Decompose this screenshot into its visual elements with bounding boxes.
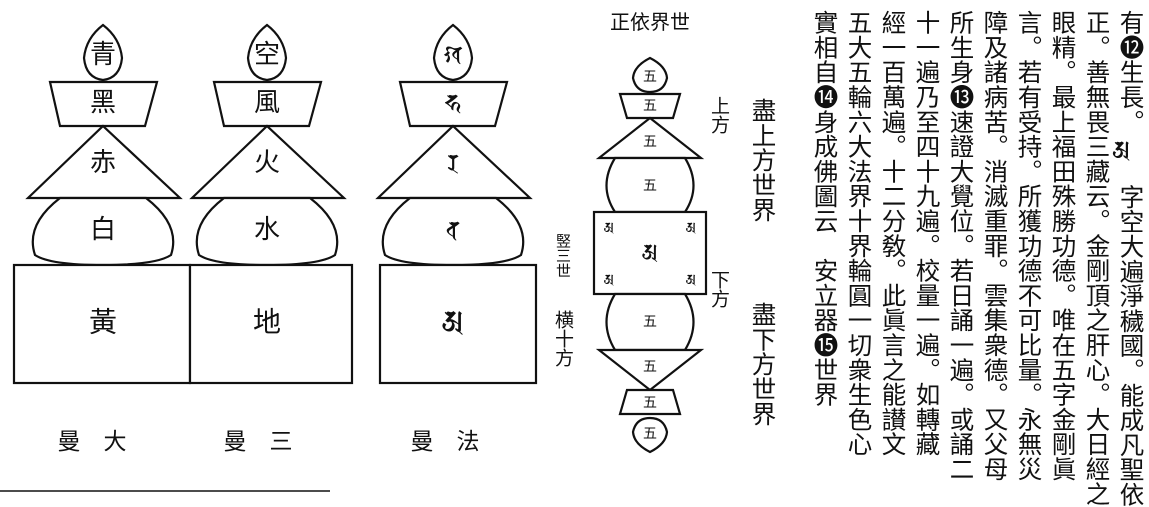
- stupa2-square: [188, 263, 354, 385]
- stupa-vertical: 正依界世 五 五 五 五 𑖀 𑖀 𑖀 𑖀 𑖀 五 五 五 五: [592, 10, 708, 454]
- vs-bot-triangle: [595, 348, 705, 392]
- text-column-6: 所生身⓭速證大覺位。若日誦一遍。或誦二: [946, 10, 976, 482]
- text-column-9: 五大五輪六大法界十界輪圓一切衆生色心: [844, 10, 874, 457]
- stupa2-el-0: 空: [254, 40, 280, 70]
- text-column-5: 障及諸病苦。消滅重罪。雲集衆德。又父母: [980, 10, 1010, 482]
- stupa-homanda: 𑖏 𑖮 𑖨 𑖪 𑖀 曼 法: [375, 23, 538, 455]
- stupa1-label: 曼 大: [58, 429, 127, 455]
- stupa2-el-2: 火: [254, 148, 280, 178]
- upper-world-label: 盡上方世界: [748, 98, 778, 222]
- vs-top-crescent: [618, 92, 682, 120]
- stupa1-el-4: 黃: [89, 306, 117, 339]
- stupa1-el-2: 赤: [90, 148, 116, 178]
- vs-glyph-7: 五: [643, 395, 657, 411]
- vs-square: [592, 210, 708, 296]
- horizontal-ten-directions-label: 横十方: [552, 310, 574, 367]
- stupa3-crescent: [398, 80, 509, 128]
- stupa3-jewel: [432, 23, 474, 82]
- stupa3-label: 曼 法: [411, 429, 480, 455]
- stupa3-el-1: 𑖮: [445, 89, 462, 117]
- vs-glyph-6: 五: [643, 359, 657, 375]
- stupa3-square: [378, 263, 538, 385]
- vs-bot-jewel: [631, 416, 669, 454]
- stupa2-el-3: 水: [254, 215, 280, 245]
- stupa3-el-4: 𑖀: [442, 305, 465, 340]
- stupa1-el-3: 白: [90, 215, 116, 245]
- stupa1-el-1: 黑: [90, 88, 116, 118]
- stupa2-el-4: 地: [253, 306, 281, 339]
- bottom-direction-label: 下方: [708, 270, 730, 308]
- vs-glyph-1: 五: [643, 69, 657, 85]
- stupa1-el-0: 青: [90, 40, 116, 70]
- vs-glyph-5: 五: [643, 314, 657, 330]
- vs-glyph-4: 五: [643, 178, 657, 194]
- lower-world-label: 盡下方世界: [748, 302, 778, 426]
- stupa-diagrams: 青 黑 赤 白 黃 曼 大 空 風 火 水 地 曼 三 𑖏 𑖮 𑖨 𑖪 𑖀 曼 …: [0, 10, 708, 492]
- top-direction-label: 上方: [708, 96, 730, 134]
- stupa3-el-2: 𑖨: [447, 149, 459, 177]
- stupa-daimanda: 青 黑 赤 白 黃 曼 大: [12, 23, 192, 455]
- vs-corner-glyph-br: 𑖀: [686, 272, 697, 288]
- text-column-3: 眼精。最上福田殊勝功德。唯在五字金剛眞: [1048, 10, 1078, 482]
- stupa2-jewel: [246, 23, 288, 82]
- vs-top-jewel: [631, 56, 669, 94]
- vs-corner-glyph-tr: 𑖀: [686, 220, 697, 236]
- text-column-10: 實相自⓮身成佛圖云 安立器⓯世界: [810, 10, 840, 407]
- vs-glyph-8: 五: [643, 426, 657, 442]
- stupa3-el-3: 𑖪: [446, 216, 460, 244]
- text-column-8: 經一百萬遍。十二分敎。此眞言之能讃文: [878, 10, 908, 457]
- vertical-three-ages-label: 竪三世: [554, 233, 572, 278]
- vs-center-glyph: 𑖀: [642, 241, 659, 266]
- text-column-7: 十一遍乃至四十九遍。校量一遍。如轉藏: [912, 10, 942, 457]
- vs-bot-crescent: [618, 388, 682, 416]
- vs-glyph-3: 五: [643, 134, 657, 150]
- stupa1-crescent: [48, 80, 159, 128]
- stupa2-label: 曼 三: [224, 429, 293, 455]
- stupa1-jewel: [82, 23, 124, 82]
- stupa2-el-1: 風: [254, 88, 280, 118]
- vertical-stupa-title: 正依界世: [610, 10, 690, 34]
- stupa3-el-0: 𑖏: [443, 41, 462, 69]
- vs-corner-glyph-tl: 𑖀: [604, 220, 615, 236]
- stupa2-crescent: [212, 80, 323, 128]
- page: 青 黑 赤 白 黃 曼 大 空 風 火 水 地 曼 三 𑖏 𑖮 𑖨 𑖪 𑖀 曼 …: [0, 10, 1146, 507]
- text-column-2: 正。善無畏三藏云。金剛頂之肝心。大日經之: [1082, 10, 1112, 506]
- text-column-4: 言。若有受持。所獲功德不可比量。永無災: [1014, 10, 1044, 482]
- vs-glyph-2: 五: [643, 98, 657, 114]
- stupa-sanmaya: 空 風 火 水 地 曼 三: [188, 23, 354, 455]
- text-column-1: 有⓬生長。𑖀字空大遍淨穢國。能成凡聖依: [1116, 10, 1146, 507]
- vs-corner-glyph-bl: 𑖀: [604, 272, 615, 288]
